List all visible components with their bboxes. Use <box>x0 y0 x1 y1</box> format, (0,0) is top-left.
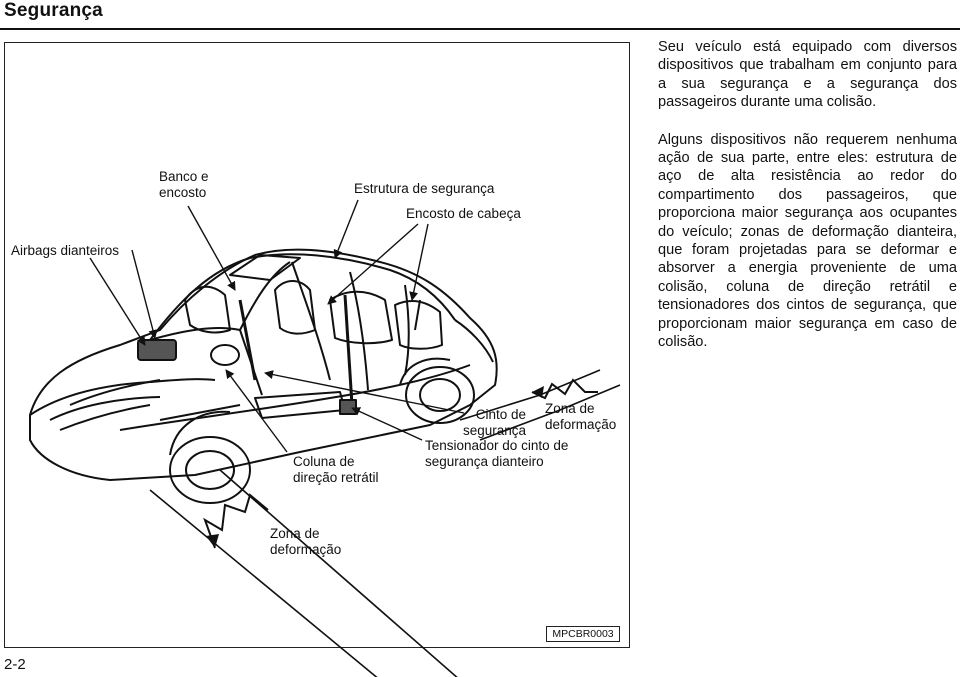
label-structure: Estrutura de segurança <box>354 181 495 196</box>
label-zone-front: Zona de deformação <box>270 526 342 557</box>
body-text-column: Seu veículo está equipado com diversos d… <box>658 38 957 371</box>
page-title: Segurança <box>4 0 103 21</box>
label-zone-rear: Zona de deformação <box>545 401 617 432</box>
figure-frame <box>4 42 630 648</box>
deformation-zone-arrows <box>203 378 598 549</box>
label-headrest: Encosto de cabeça <box>406 206 521 221</box>
title-divider <box>0 28 960 30</box>
body-paragraph-2: Alguns dispositivos não requerem nenhuma… <box>658 131 957 351</box>
label-airbags: Airbags dianteiros <box>11 243 120 258</box>
car-body <box>29 248 498 504</box>
zone-front-arrowhead <box>206 534 219 548</box>
figure-code: MPCBR0003 <box>546 626 620 642</box>
label-seat: Banco e encosto <box>159 169 209 200</box>
label-tensioner: Tensionador do cinto de segurança diante… <box>425 438 569 469</box>
leader-arrows <box>89 199 465 453</box>
label-seat-belt: Cinto de segurança <box>463 407 527 438</box>
label-steering-column: Coluna de direção retrátil <box>293 454 379 485</box>
zone-rear-arrowhead <box>532 386 544 398</box>
body-paragraph-1: Seu veículo está equipado com diversos d… <box>658 39 957 111</box>
page-number: 2-2 <box>4 656 26 673</box>
